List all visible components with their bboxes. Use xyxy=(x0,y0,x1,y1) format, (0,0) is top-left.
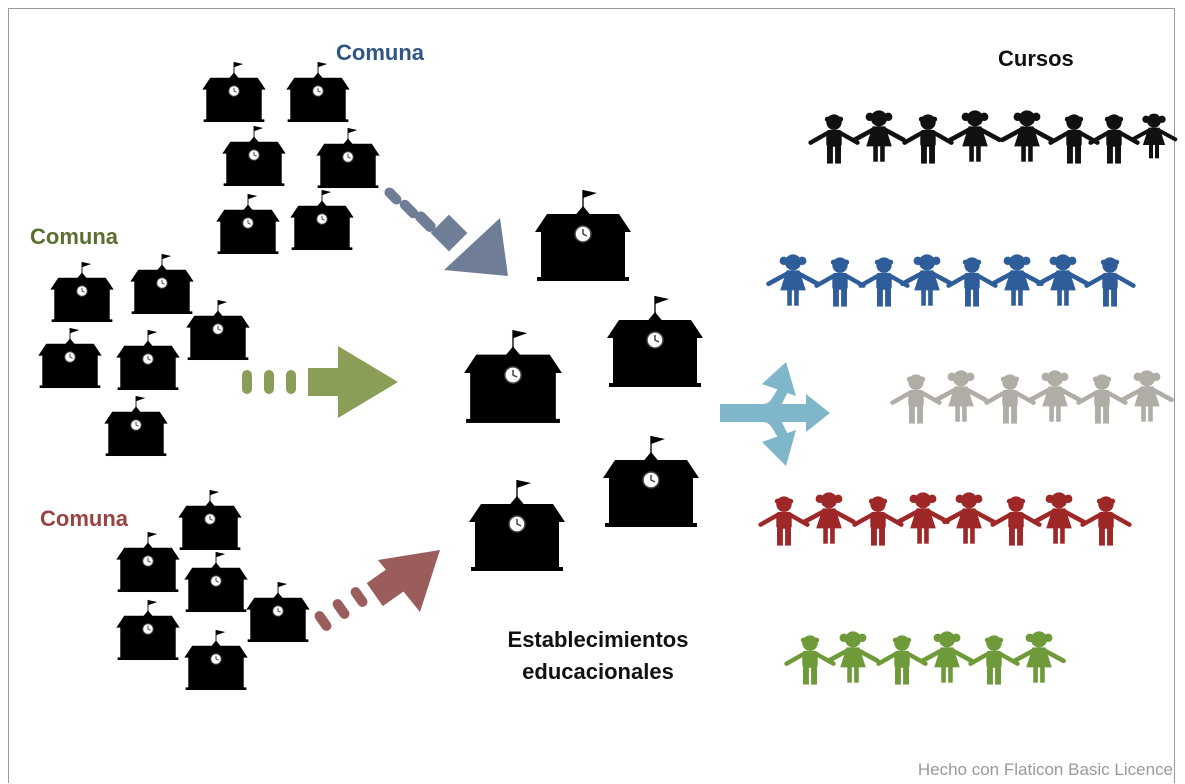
dotted-arrow-blue-icon xyxy=(384,187,508,276)
child-icon xyxy=(1030,371,1079,422)
school-icon xyxy=(285,61,351,123)
curso-row-red xyxy=(761,493,1130,546)
comuna-label-green: Comuna xyxy=(30,224,118,249)
dotted-arrow-red-icon xyxy=(314,550,440,631)
comuna-green-schools xyxy=(37,253,251,457)
child-icon xyxy=(1051,115,1098,163)
school-icon xyxy=(289,189,355,251)
child-icon xyxy=(1087,258,1134,306)
school-icon xyxy=(605,294,705,389)
school-icon xyxy=(201,61,267,123)
school-icon xyxy=(115,329,181,391)
school-icon xyxy=(37,327,103,389)
child-icon xyxy=(950,111,999,162)
child-icon xyxy=(902,255,951,306)
credit-text: Hecho con Flaticon Basic Licence xyxy=(917,760,1173,779)
school-icon xyxy=(129,253,195,315)
child-icon xyxy=(861,258,908,306)
school-icon xyxy=(115,531,181,593)
school-icon xyxy=(185,299,251,361)
establecimientos-line2: educacionales xyxy=(522,659,674,684)
establecimientos-line1: Establecimientos xyxy=(507,627,689,652)
child-icon xyxy=(768,255,817,306)
child-icon xyxy=(1133,114,1176,158)
cursos-title: Cursos xyxy=(998,46,1074,71)
child-icon xyxy=(1079,375,1126,423)
child-icon xyxy=(761,497,808,545)
child-icon xyxy=(1083,497,1130,545)
school-icon xyxy=(215,193,281,255)
school-icon xyxy=(221,125,287,187)
child-icon xyxy=(855,497,902,545)
school-icon xyxy=(315,127,381,189)
establecimientos-title: Establecimientos educacionales xyxy=(470,624,726,688)
school-icon xyxy=(103,395,169,457)
school-icon xyxy=(183,629,249,691)
comuna-label-red: Comuna xyxy=(40,506,128,531)
child-icon xyxy=(898,493,947,544)
child-icon xyxy=(949,258,996,306)
child-icon xyxy=(987,375,1034,423)
child-icon xyxy=(905,115,952,163)
child-icon xyxy=(1034,493,1083,544)
curso-row-blue xyxy=(768,255,1133,306)
child-icon xyxy=(854,111,903,162)
school-icon xyxy=(49,261,115,323)
child-icon xyxy=(936,371,985,422)
child-icon xyxy=(922,632,971,683)
school-icon xyxy=(601,434,701,529)
curso-row-black xyxy=(811,111,1176,164)
child-icon xyxy=(811,115,858,163)
dotted-arrow-green-icon xyxy=(242,346,398,418)
school-icon xyxy=(177,489,243,551)
child-icon xyxy=(971,636,1018,684)
child-icon xyxy=(1014,632,1063,683)
child-icon xyxy=(1122,371,1171,422)
school-icon xyxy=(115,599,181,661)
comuna-label-blue: Comuna xyxy=(336,40,424,65)
child-icon xyxy=(1091,115,1138,163)
child-icon xyxy=(893,375,940,423)
child-icon xyxy=(817,258,864,306)
diagram-frame xyxy=(8,8,1175,783)
school-icon xyxy=(462,328,564,425)
comuna-blue-schools xyxy=(201,61,381,255)
child-icon xyxy=(804,493,853,544)
child-icon xyxy=(879,636,926,684)
split-arrow-icon xyxy=(720,362,830,466)
comuna-red-schools xyxy=(115,489,311,691)
child-icon xyxy=(992,255,1041,306)
child-icon xyxy=(1038,255,1087,306)
child-icon xyxy=(1002,111,1051,162)
curso-row-gray xyxy=(893,371,1172,423)
school-icon xyxy=(183,551,249,613)
school-icon xyxy=(533,188,633,283)
school-icon xyxy=(467,478,567,573)
child-icon xyxy=(944,493,993,544)
curso-row-green xyxy=(787,632,1064,685)
child-icon xyxy=(828,632,877,683)
school-icon xyxy=(245,581,311,643)
